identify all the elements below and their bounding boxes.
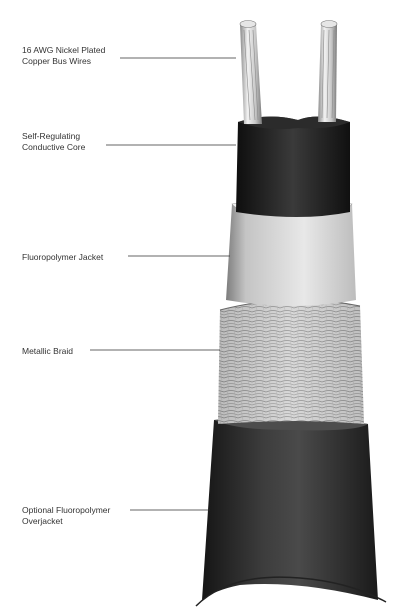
- label-braid-line1: Metallic Braid: [22, 346, 74, 356]
- overjacket-layer: [195, 416, 387, 607]
- label-jacket: Fluoropolymer Jacket: [22, 252, 103, 263]
- conductive-core-layer: [236, 116, 350, 217]
- label-bus-wires-line2: Copper Bus Wires: [22, 56, 91, 66]
- leader-lines: [90, 57, 236, 511]
- label-braid: Metallic Braid: [22, 346, 73, 357]
- label-core: Self-Regulating Conductive Core: [22, 131, 85, 153]
- label-overjacket: Optional Fluoropolymer Overjacket: [22, 505, 110, 527]
- metallic-braid-layer: [218, 299, 364, 424]
- label-core-line1: Self-Regulating: [22, 131, 81, 141]
- label-core-line2: Conductive Core: [22, 142, 86, 152]
- label-bus-wires-line1: 16 AWG Nickel Plated: [22, 45, 106, 55]
- label-overjacket-line2: Overjacket: [22, 516, 63, 526]
- label-jacket-line1: Fluoropolymer Jacket: [22, 252, 104, 262]
- label-bus-wires: 16 AWG Nickel Plated Copper Bus Wires: [22, 45, 105, 67]
- bus-wires-layer: [239, 20, 338, 124]
- label-overjacket-line1: Optional Fluoropolymer: [22, 505, 111, 515]
